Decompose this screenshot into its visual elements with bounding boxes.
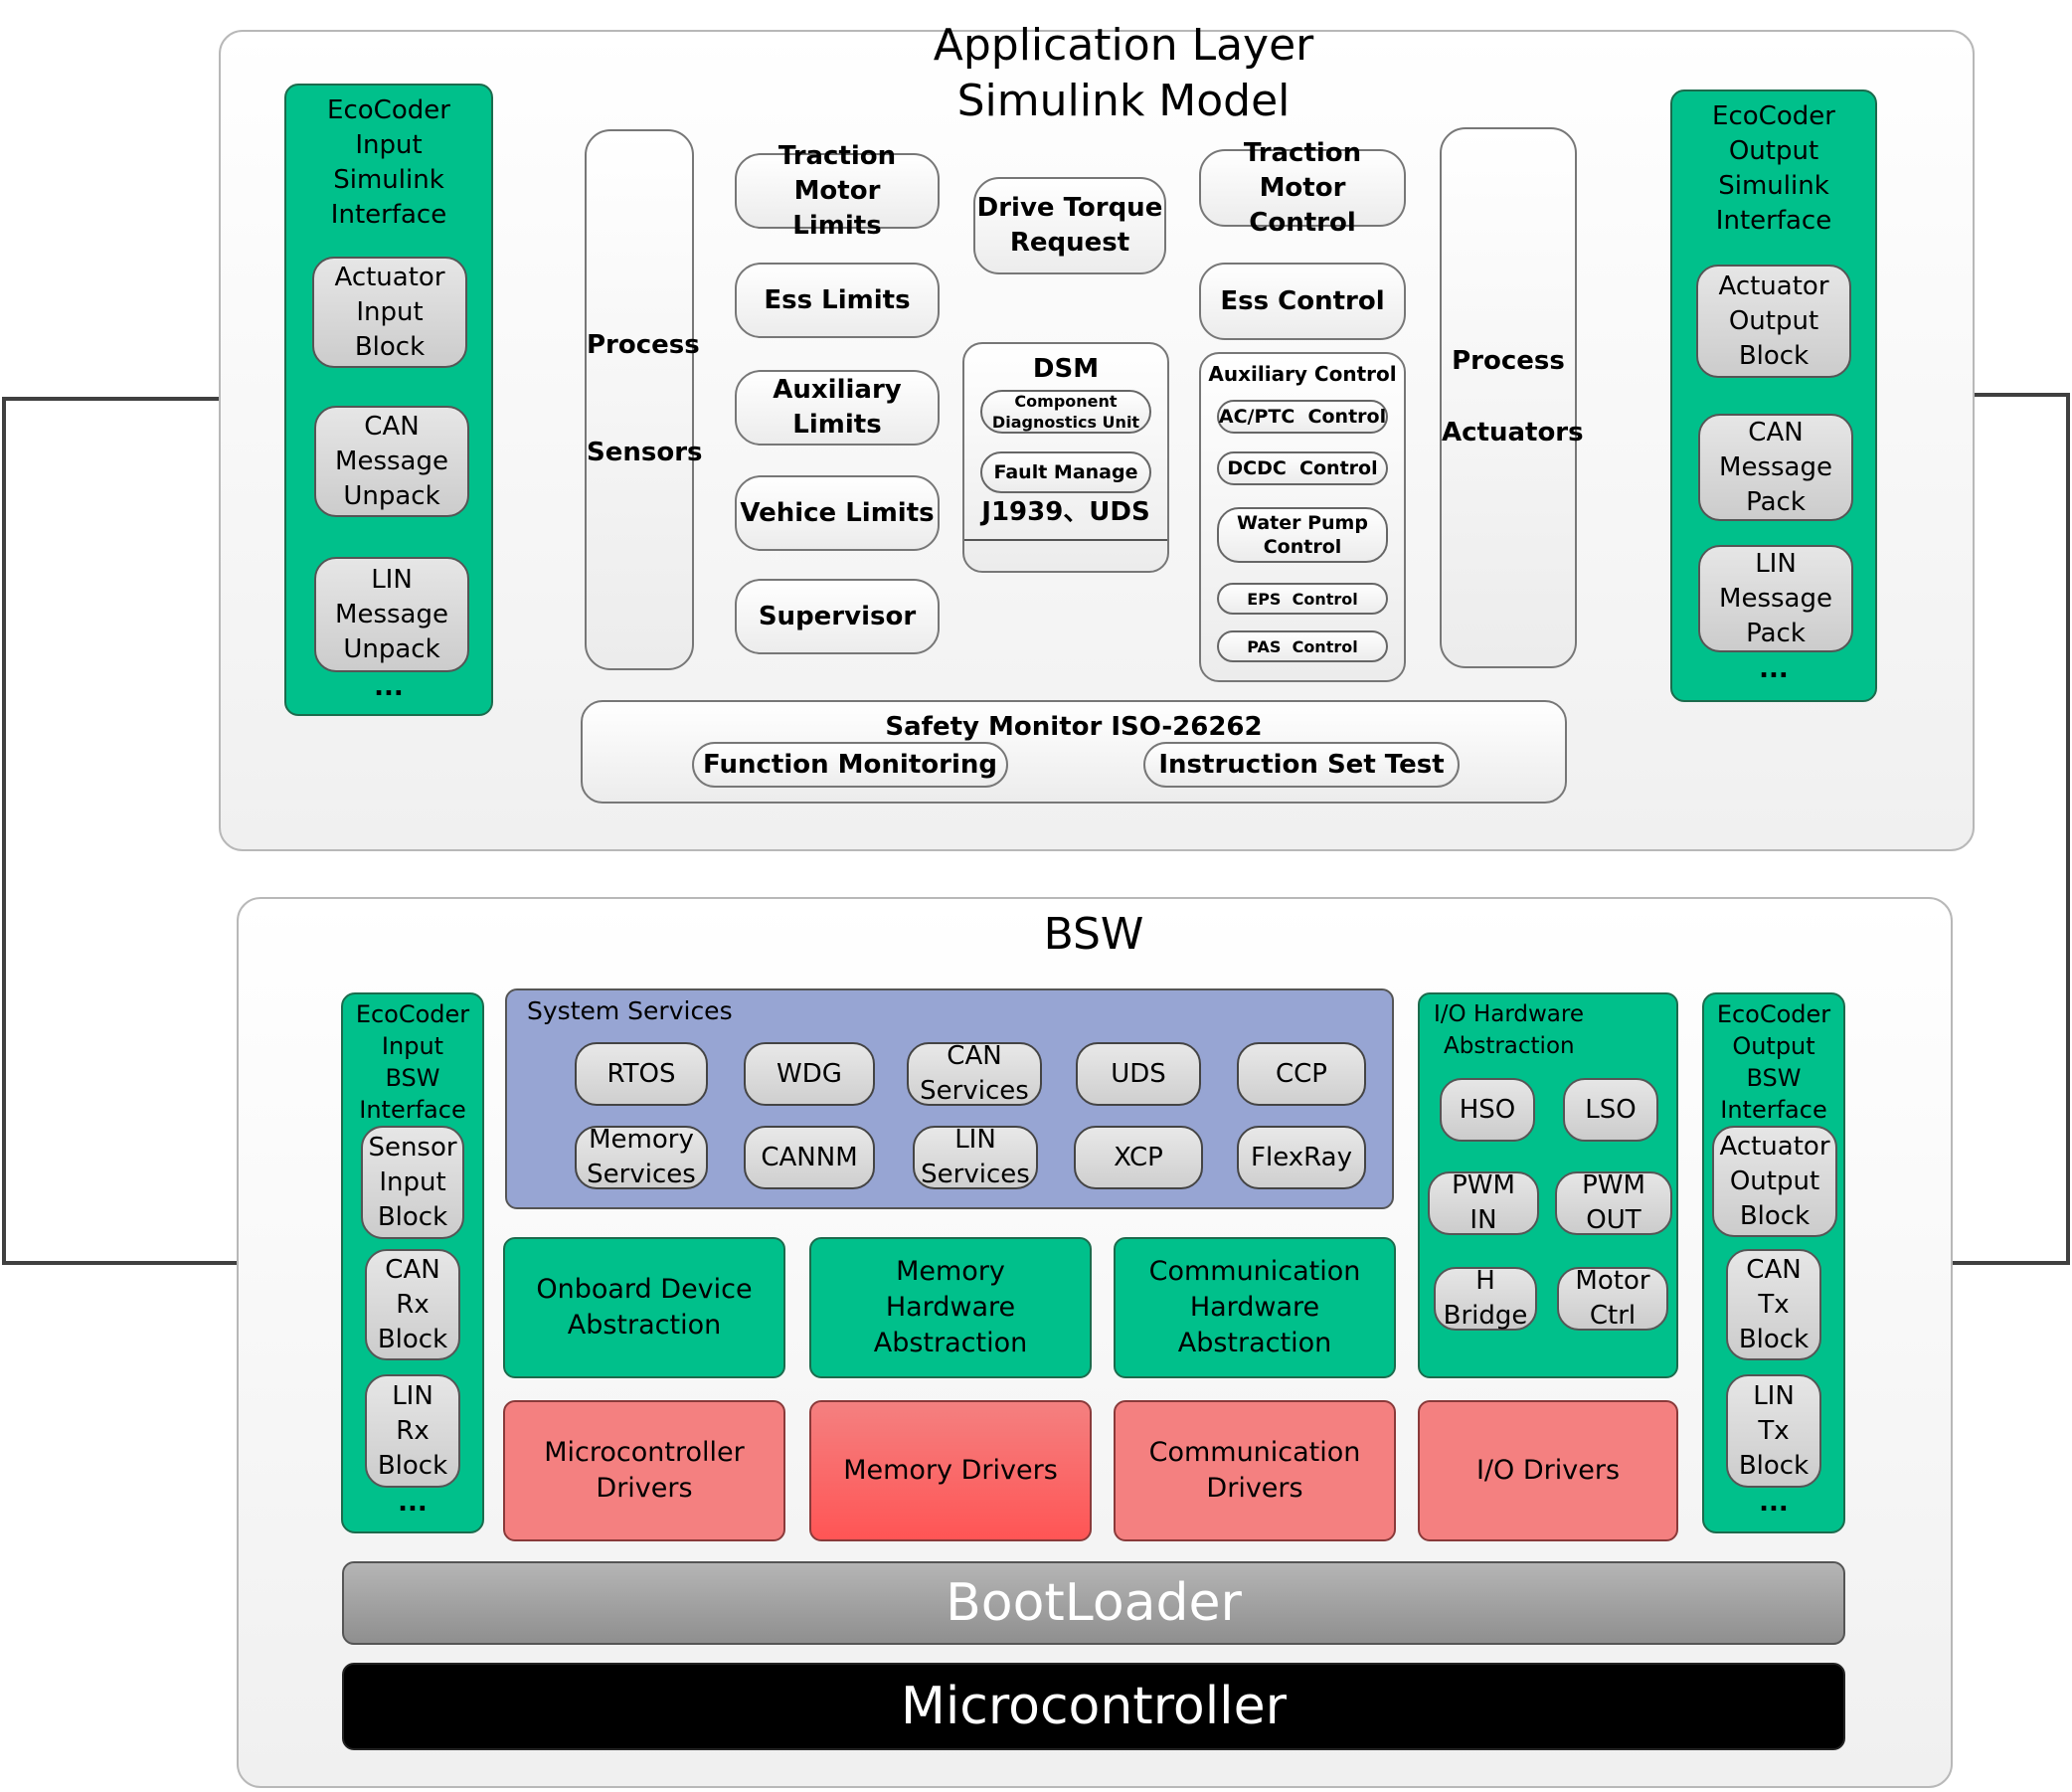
- input-interface-ellipsis: ...: [374, 672, 404, 702]
- function-monitoring[interactable]: Function Monitoring: [692, 742, 1008, 788]
- safety-monitor-block[interactable]: Safety Monitor ISO-26262 Function Monito…: [581, 700, 1567, 804]
- output-bsw-title: EcoCoder Output BSW Interface: [1716, 1000, 1831, 1124]
- application-layer-title: Application Layer Simulink Model: [933, 20, 1314, 126]
- dsm-protocols: J1939、UDS: [981, 497, 1150, 527]
- uds-service[interactable]: UDS: [1076, 1042, 1201, 1106]
- feedback-line-left: [2, 393, 343, 1265]
- microcontroller-bar[interactable]: Microcontroller: [342, 1663, 1845, 1750]
- output-interface-ellipsis: ...: [1759, 654, 1789, 684]
- input-bsw-ellipsis: ...: [398, 1488, 428, 1518]
- process-actuators-label-2: Actuators: [1442, 418, 1584, 448]
- instruction-set-test[interactable]: Instruction Set Test: [1143, 742, 1460, 788]
- bootloader-bar[interactable]: BootLoader: [342, 1561, 1845, 1645]
- microcontroller-label: Microcontroller: [900, 1677, 1288, 1736]
- wdg-service[interactable]: WDG: [744, 1042, 875, 1106]
- auxiliary-control-title: Auxiliary Control: [1208, 362, 1397, 386]
- supervisor-block[interactable]: Supervisor: [735, 579, 940, 654]
- io-drivers[interactable]: I/O Drivers: [1418, 1400, 1678, 1541]
- auxiliary-control-block[interactable]: Auxiliary Control AC/PTC Control DCDC Co…: [1199, 352, 1406, 682]
- system-services-title: System Services: [527, 996, 733, 1025]
- xcp-service[interactable]: XCP: [1074, 1126, 1203, 1189]
- dcdc-control[interactable]: DCDC Control: [1217, 451, 1388, 485]
- ecocoder-output-simulink-interface: EcoCoder Output Simulink Interface Actua…: [1670, 90, 1877, 702]
- ac-ptc-control[interactable]: AC/PTC Control: [1217, 400, 1388, 434]
- dsm-divider: [964, 539, 1167, 541]
- ecocoder-input-simulink-interface: EcoCoder Input Simulink Interface Actuat…: [284, 84, 493, 716]
- rtos-service[interactable]: RTOS: [575, 1042, 708, 1106]
- process-actuators-label-1: Process: [1452, 346, 1565, 376]
- pas-control[interactable]: PAS Control: [1217, 630, 1388, 662]
- ccp-service[interactable]: CCP: [1237, 1042, 1366, 1106]
- bootloader-label: BootLoader: [946, 1573, 1242, 1633]
- bsw-title: BSW: [1043, 909, 1144, 960]
- flexray-service[interactable]: FlexRay: [1237, 1126, 1366, 1189]
- memory-drivers[interactable]: Memory Drivers: [809, 1400, 1092, 1541]
- output-interface-title: EcoCoder Output Simulink Interface: [1712, 101, 1835, 236]
- eps-control[interactable]: EPS Control: [1217, 583, 1388, 615]
- cannm-service[interactable]: CANNM: [744, 1126, 875, 1189]
- ess-limits[interactable]: Ess Limits: [735, 263, 940, 338]
- vehice-limits[interactable]: Vehice Limits: [735, 475, 940, 551]
- hso-block[interactable]: HSO: [1440, 1078, 1535, 1142]
- auxiliary-limits[interactable]: Auxiliary Limits: [735, 370, 940, 446]
- io-hardware-abstraction-title: I/O Hardware Abstraction: [1434, 1001, 1584, 1059]
- output-bsw-ellipsis: ...: [1759, 1488, 1789, 1518]
- process-sensors-label-2: Sensors: [587, 438, 703, 467]
- fault-manage[interactable]: Fault Manage: [980, 451, 1151, 493]
- input-interface-title: EcoCoder Input Simulink Interface: [327, 95, 450, 230]
- ess-control[interactable]: Ess Control: [1199, 263, 1406, 340]
- input-bsw-title: EcoCoder Input BSW Interface: [355, 1000, 470, 1124]
- process-sensors-label-1: Process: [587, 330, 700, 360]
- safety-monitor-title: Safety Monitor ISO-26262: [885, 712, 1263, 742]
- dsm-title: DSM: [1032, 354, 1100, 384]
- lso-block[interactable]: LSO: [1563, 1078, 1658, 1142]
- process-sensors-block[interactable]: Process Sensors: [585, 129, 703, 670]
- process-actuators-block[interactable]: Process Actuators: [1440, 127, 1584, 668]
